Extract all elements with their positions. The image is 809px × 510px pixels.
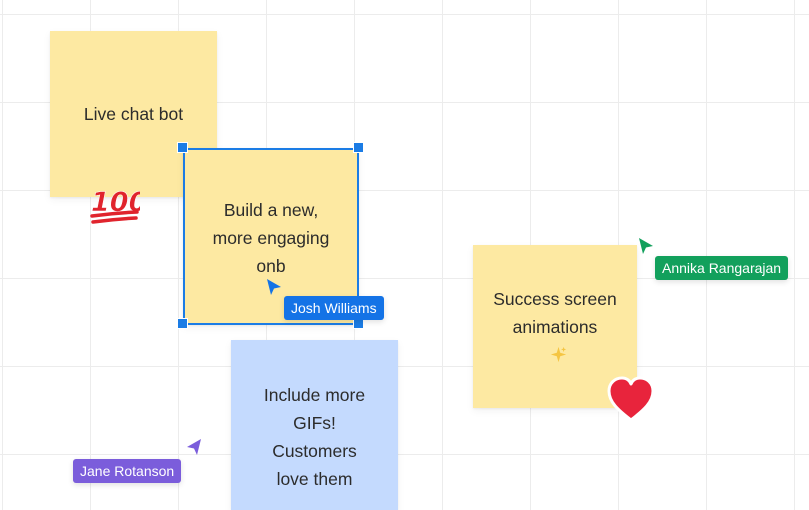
sticky-note-text-line: GIFs! Customers [272,413,357,461]
sparkles-icon [550,346,566,362]
sticky-note-text-line: animations [493,313,617,369]
sticky-note-text-line: more engaging [212,228,330,248]
sticky-note-text-line: Build a new, [223,200,319,220]
collaborator-name-tag: Josh Williams [284,296,384,320]
sticky-note-text-line: onb [256,256,286,276]
collaborator-cursor-icon [639,238,653,254]
sticky-note-text-line: love them [276,469,353,489]
resize-handle-bottom-left[interactable] [177,318,188,329]
sticky-note-build-new[interactable]: Build a new, more engaging onb [183,148,359,325]
collaborator-name-tag: Jane Rotanson [73,459,182,483]
red-heart-icon[interactable] [606,376,656,424]
sticky-note-success-screen[interactable]: Success screen animations [473,245,637,408]
resize-handle-top-right[interactable] [353,142,364,153]
sticky-note-text-line: Success screen [493,288,617,309]
collaborator-cursor-icon [267,279,281,295]
collaborator-cursor-icon [187,439,201,455]
sticky-note-text: Live chat bot [83,104,184,124]
resize-handle-top-left[interactable] [177,142,188,153]
sticky-note-include-gifs[interactable]: Include more GIFs! Customers love them [231,340,398,510]
sticky-note-text: animations [512,316,598,337]
sticky-note-text-line: Include more [263,385,366,405]
hundred-points-icon[interactable]: 100 [88,183,140,227]
collaborator-name-tag: Annika Rangarajan [655,256,789,280]
sticky-note-live-chat-bot[interactable]: Live chat bot [50,31,217,197]
